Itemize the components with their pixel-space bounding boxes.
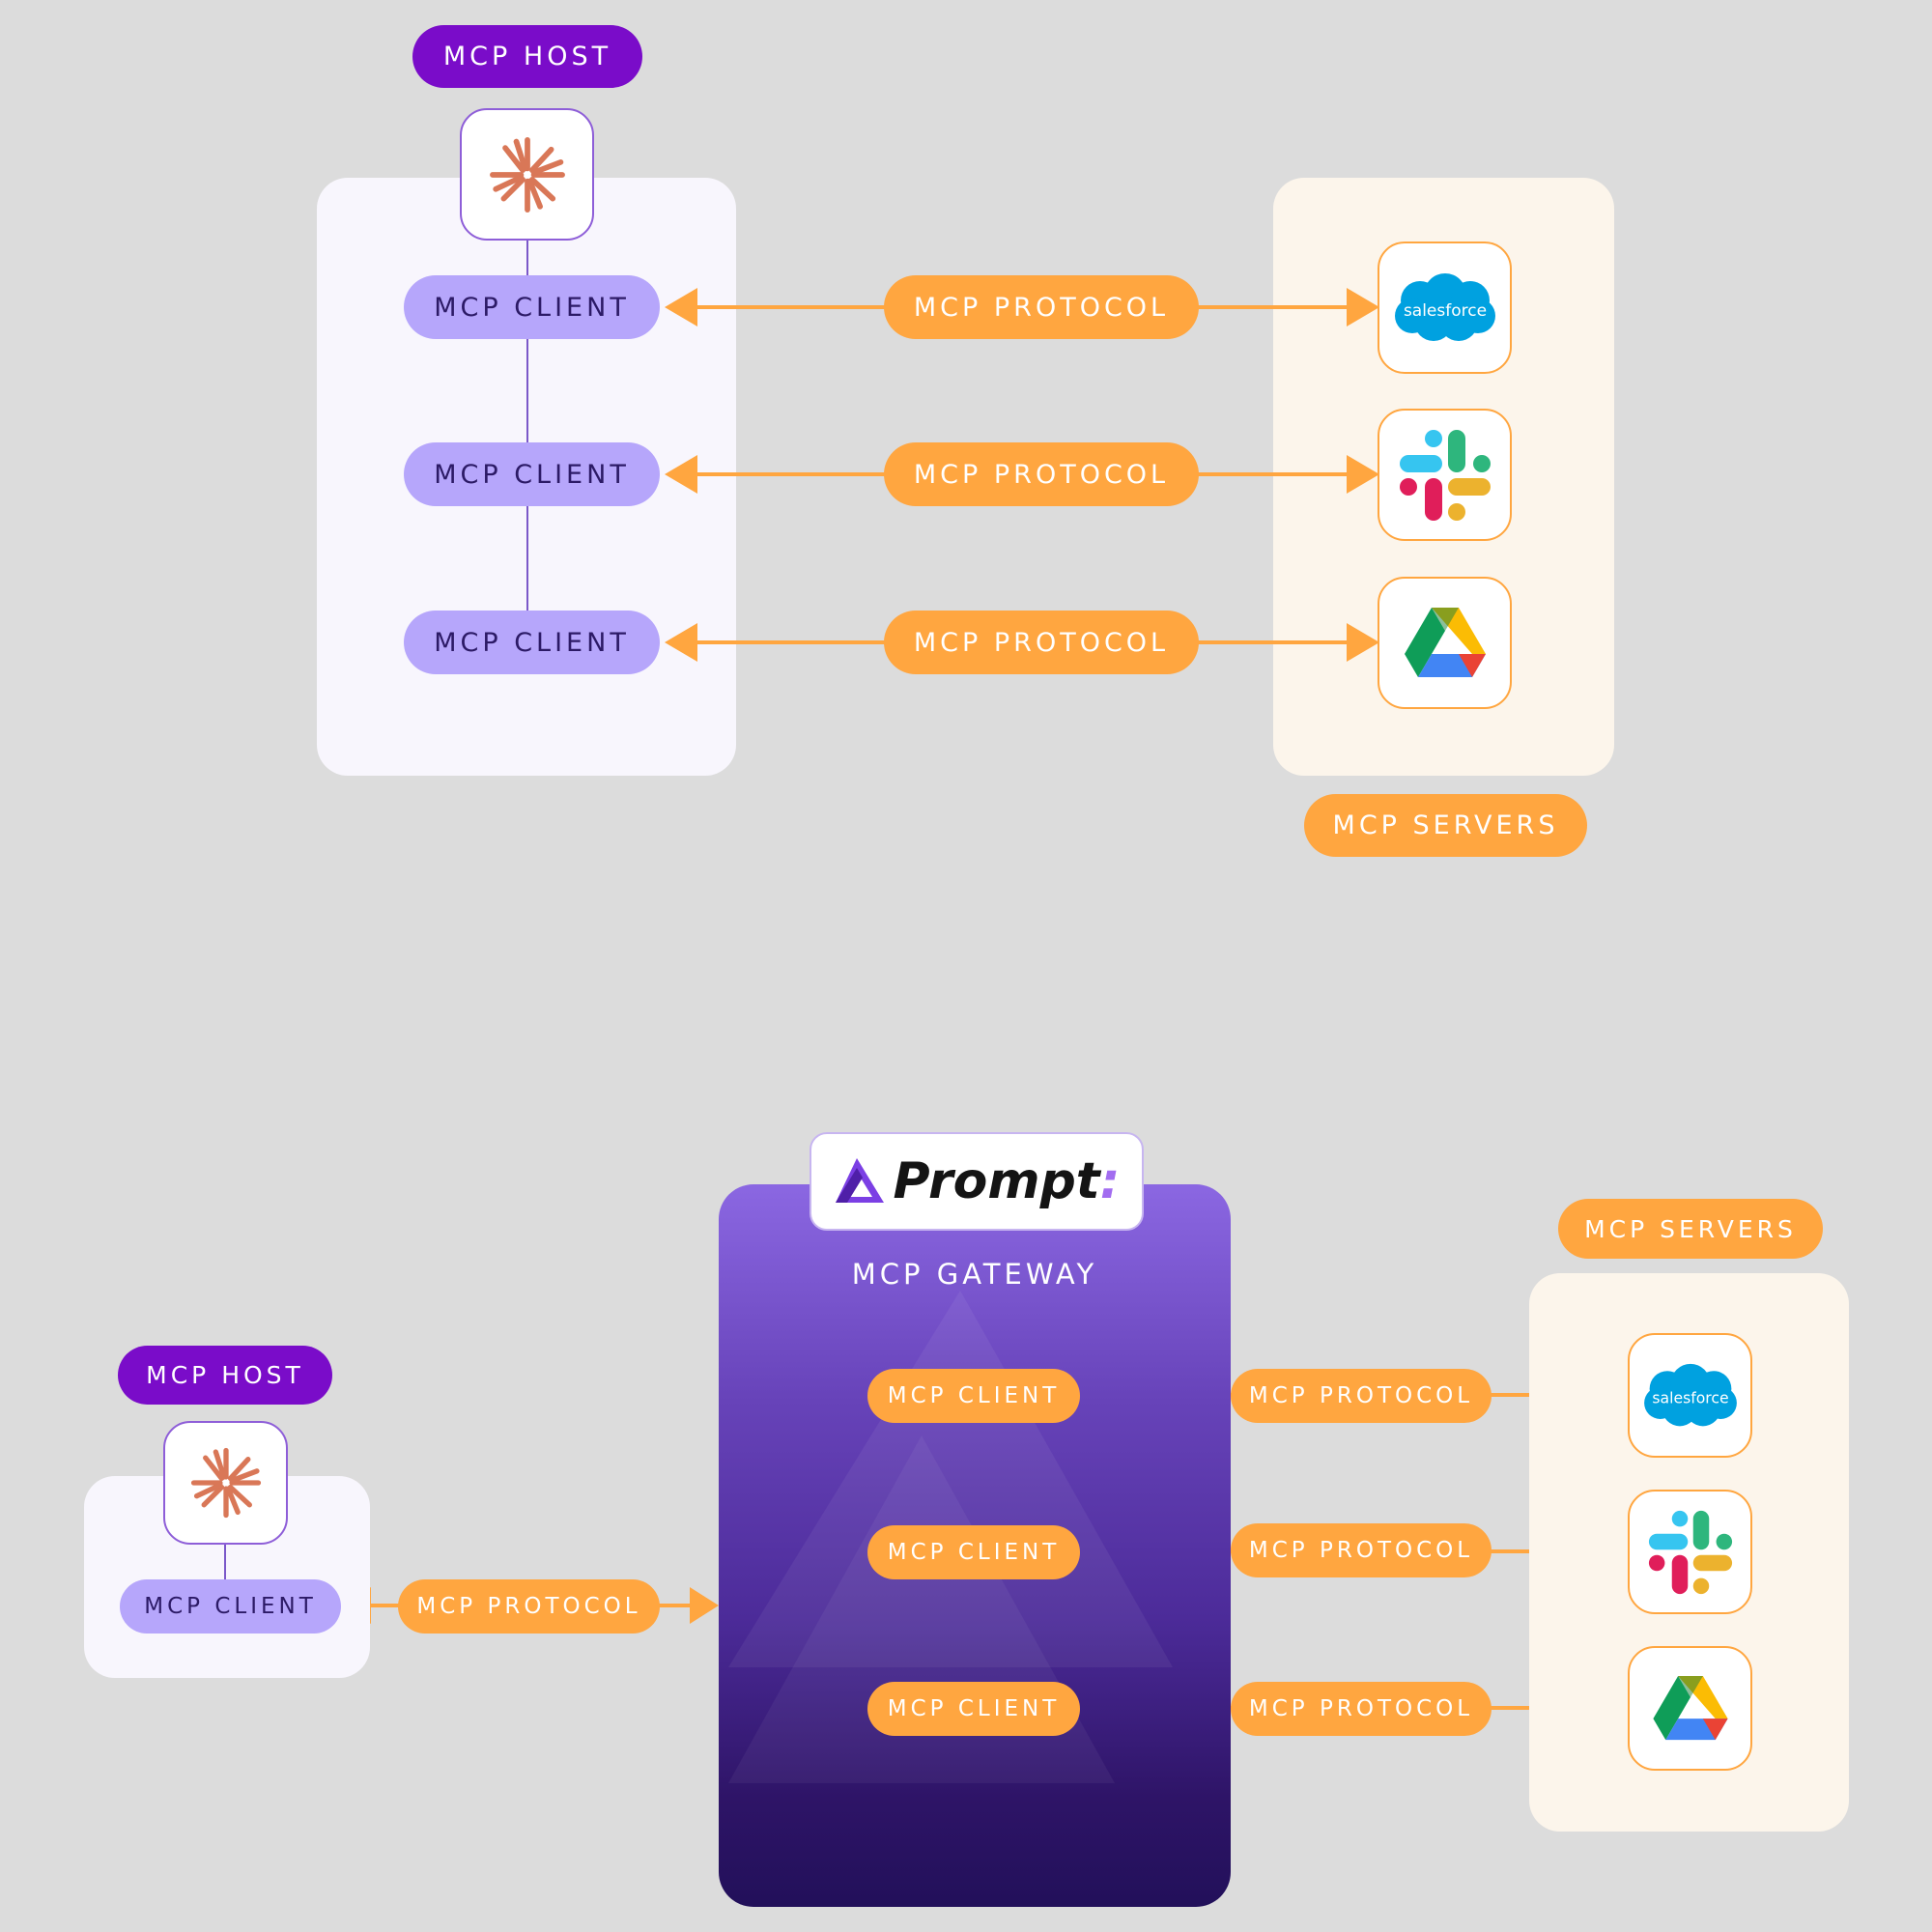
svg-text:salesforce: salesforce: [1652, 1388, 1728, 1406]
top-mcp-client-2: MCP CLIENT: [404, 442, 660, 506]
top-mcp-servers-label: MCP SERVERS: [1304, 794, 1587, 857]
claude-sparkle-icon: [489, 136, 565, 213]
bottom-mcp-protocol-2: MCP PROTOCOL: [1231, 1523, 1492, 1577]
bottom-server-slack: [1628, 1490, 1752, 1614]
bottom-mcp-servers-label: MCP SERVERS: [1558, 1199, 1823, 1259]
top-mcp-protocol-1: MCP PROTOCOL: [884, 275, 1199, 339]
svg-text:salesforce: salesforce: [1403, 301, 1486, 321]
top-server-slack: [1378, 409, 1512, 541]
mcp-gateway-panel: [719, 1184, 1231, 1907]
bottom-host-app-tile: [163, 1421, 288, 1545]
mcp-gateway-title: MCP GATEWAY: [851, 1258, 1098, 1291]
top-arrowhead-left-2: [665, 455, 697, 494]
top-server-google-drive: [1378, 577, 1512, 709]
bottom-host-mcp-protocol: MCP PROTOCOL: [398, 1579, 660, 1634]
salesforce-logo-icon: salesforce: [1643, 1363, 1737, 1426]
top-host-connector-line: [526, 239, 528, 611]
salesforce-logo-icon: salesforce: [1394, 272, 1495, 341]
top-arrowhead-right-3: [1347, 623, 1379, 662]
slack-logo-icon: [1399, 429, 1491, 521]
prompt-logo-icon: [835, 1158, 884, 1203]
slack-logo-icon: [1648, 1510, 1732, 1594]
google-drive-logo-icon: [1404, 607, 1486, 677]
prompt-brand-badge: Prompt:: [810, 1132, 1144, 1231]
bottom-server-salesforce: salesforce: [1628, 1333, 1752, 1458]
prompt-brand-name: Prompt:: [893, 1152, 1121, 1210]
top-arrowhead-left-1: [665, 288, 697, 327]
top-arrowhead-right-2: [1347, 455, 1379, 494]
top-mcp-client-3: MCP CLIENT: [404, 611, 660, 674]
bottom-mcp-host-label: MCP HOST: [118, 1346, 332, 1405]
top-server-salesforce: salesforce: [1378, 242, 1512, 374]
gateway-mcp-client-2: MCP CLIENT: [867, 1525, 1080, 1579]
top-arrowhead-left-3: [665, 623, 697, 662]
bottom-server-google-drive: [1628, 1646, 1752, 1771]
top-arrowhead-right-1: [1347, 288, 1379, 327]
bottom-mcp-protocol-1: MCP PROTOCOL: [1231, 1369, 1492, 1423]
gateway-mcp-client-1: MCP CLIENT: [867, 1369, 1080, 1423]
top-mcp-protocol-2: MCP PROTOCOL: [884, 442, 1199, 506]
gateway-mcp-client-3: MCP CLIENT: [867, 1682, 1080, 1736]
claude-sparkle-icon: [190, 1447, 261, 1519]
top-mcp-protocol-3: MCP PROTOCOL: [884, 611, 1199, 674]
bottom-host-connector-line: [224, 1541, 226, 1581]
bottom-host-mcp-client: MCP CLIENT: [120, 1579, 341, 1634]
google-drive-logo-icon: [1652, 1675, 1728, 1740]
top-host-app-tile: [460, 108, 594, 241]
top-mcp-host-label: MCP HOST: [412, 25, 642, 88]
bottom-mcp-protocol-3: MCP PROTOCOL: [1231, 1682, 1492, 1736]
bottom-host-arrowhead-right: [690, 1587, 719, 1624]
top-mcp-client-1: MCP CLIENT: [404, 275, 660, 339]
